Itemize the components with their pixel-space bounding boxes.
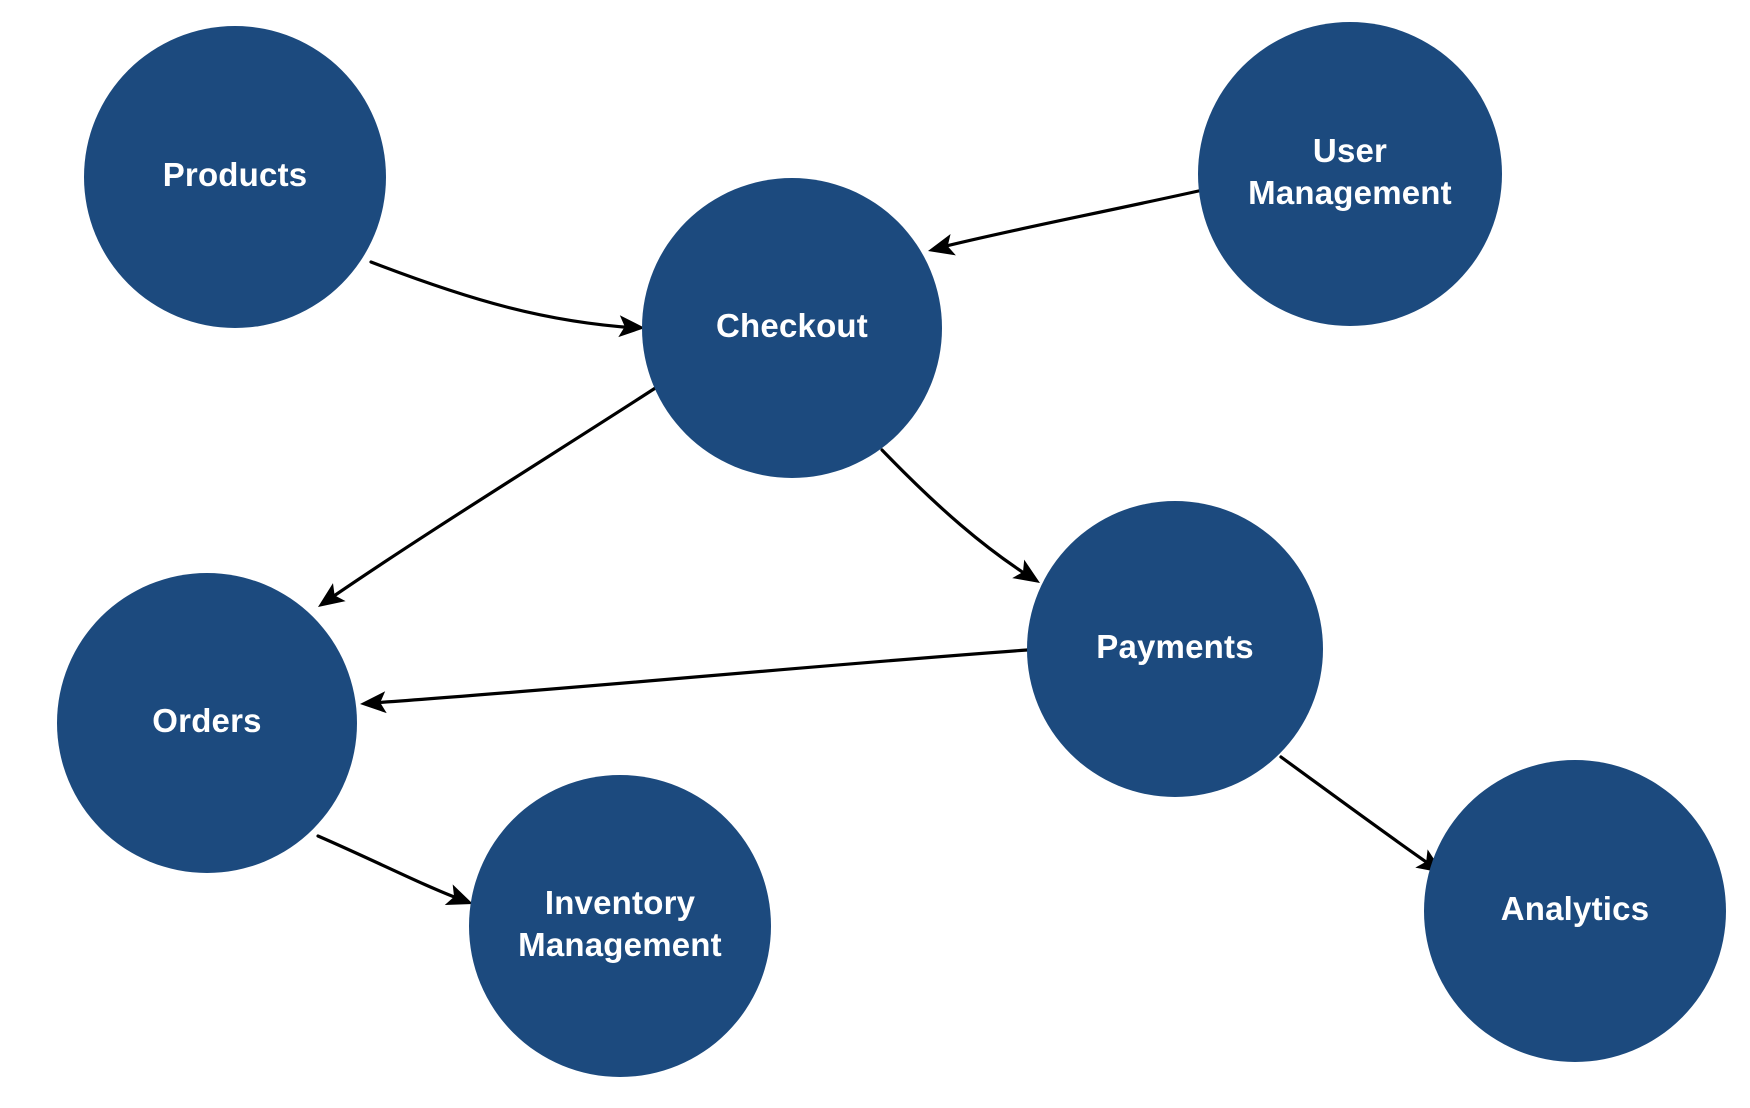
edges-layer [316,188,1443,905]
node-circle-payments[interactable] [1027,501,1323,797]
edge-payments-to-orders [360,648,1029,714]
edge-user-management-to-checkout [928,188,1205,256]
edge-products-to-checkout [369,260,645,338]
edge-payments-to-analytics [1279,755,1443,873]
node-circle-products[interactable] [84,26,386,328]
edge-line [880,448,1032,579]
node-analytics[interactable]: Analytics [1424,760,1726,1062]
node-circle-user-management[interactable] [1198,22,1502,326]
node-circle-analytics[interactable] [1424,760,1726,1062]
arrowhead-icon [360,691,387,714]
node-payments[interactable]: Payments [1027,501,1323,797]
node-orders[interactable]: Orders [57,573,357,873]
edge-checkout-to-payments [880,448,1040,583]
edge-line [1279,755,1434,868]
edge-line [326,383,662,602]
arrowhead-icon [444,884,473,905]
edge-line [369,260,639,330]
node-checkout[interactable]: Checkout [642,178,942,478]
node-products[interactable]: Products [84,26,386,328]
edge-line [936,188,1205,250]
arrowhead-icon [928,234,956,256]
edge-checkout-to-orders [318,383,662,607]
edge-line [316,834,464,902]
arrowhead-icon [318,583,346,607]
node-circle-checkout[interactable] [642,178,942,478]
node-circle-orders[interactable] [57,573,357,873]
edge-orders-to-inventory-management [316,834,473,905]
node-circle-inventory-management[interactable] [469,775,771,1077]
edge-line [370,648,1029,705]
arrowhead-icon [618,315,645,338]
arrowhead-icon [1012,559,1040,583]
